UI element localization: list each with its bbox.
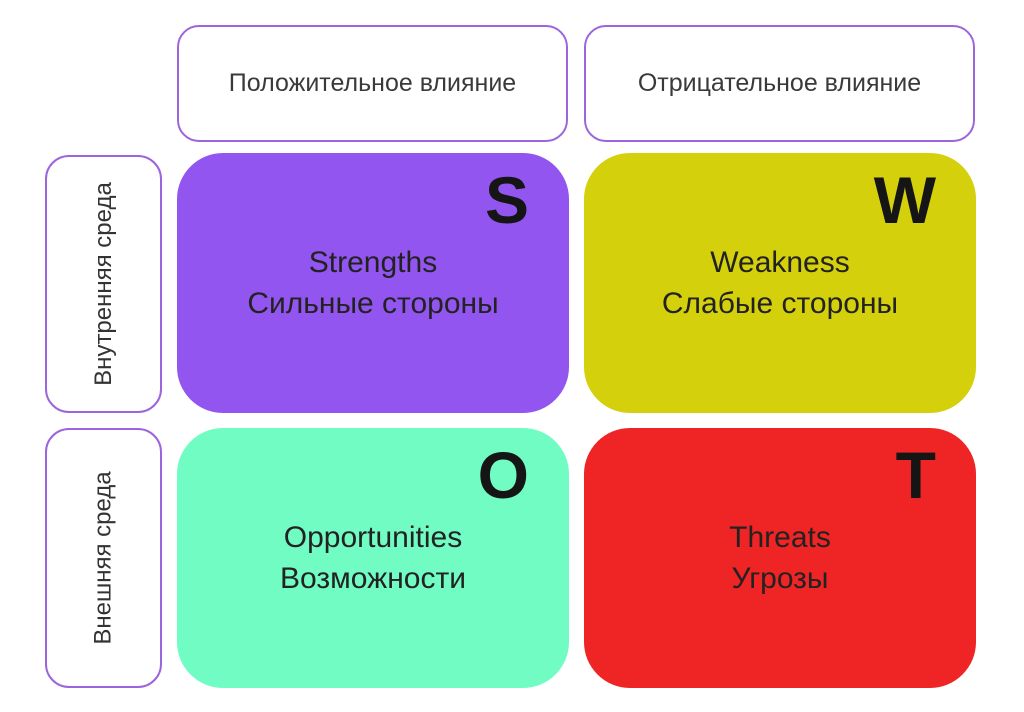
row-header-external-label: Внешняя среда [89, 471, 117, 645]
quadrant-opportunities-title-en: Opportunities [283, 520, 463, 554]
quadrant-weakness-title-en: Weakness [710, 245, 850, 279]
quadrant-threats: T Threats Угрозы [584, 428, 976, 688]
quadrant-threats-title-ru: Угрозы [731, 562, 829, 595]
quadrant-opportunities-title-ru: Возможности [280, 562, 466, 595]
quadrant-letter-o: O [477, 438, 529, 512]
quadrant-opportunities: O Opportunities Возможности [177, 428, 569, 688]
quadrant-threats-title-en: Threats [729, 520, 831, 554]
column-header-negative-influence: Отрицательное влияние [584, 25, 975, 142]
row-header-internal-environment: Внутренняя среда [45, 155, 162, 413]
quadrant-strengths-title-ru: Сильные стороны [247, 287, 499, 320]
quadrant-letter-t: T [895, 438, 936, 512]
quadrant-weakness-title-ru: Слабые стороны [661, 287, 899, 320]
quadrant-strengths-title-en: Strengths [308, 245, 438, 279]
quadrant-letter-s: S [484, 163, 529, 237]
quadrant-weakness: W Weakness Слабые стороны [584, 153, 976, 413]
row-header-external-environment: Внешняя среда [45, 428, 162, 688]
quadrant-letter-w: W [873, 163, 936, 237]
quadrant-strengths: S Strengths Сильные стороны [177, 153, 569, 413]
row-header-internal-label: Внутренняя среда [89, 182, 117, 386]
column-header-negative-label: Отрицательное влияние [637, 69, 922, 97]
column-header-positive-influence: Положительное влияние [177, 25, 568, 142]
column-header-positive-label: Положительное влияние [228, 69, 517, 97]
